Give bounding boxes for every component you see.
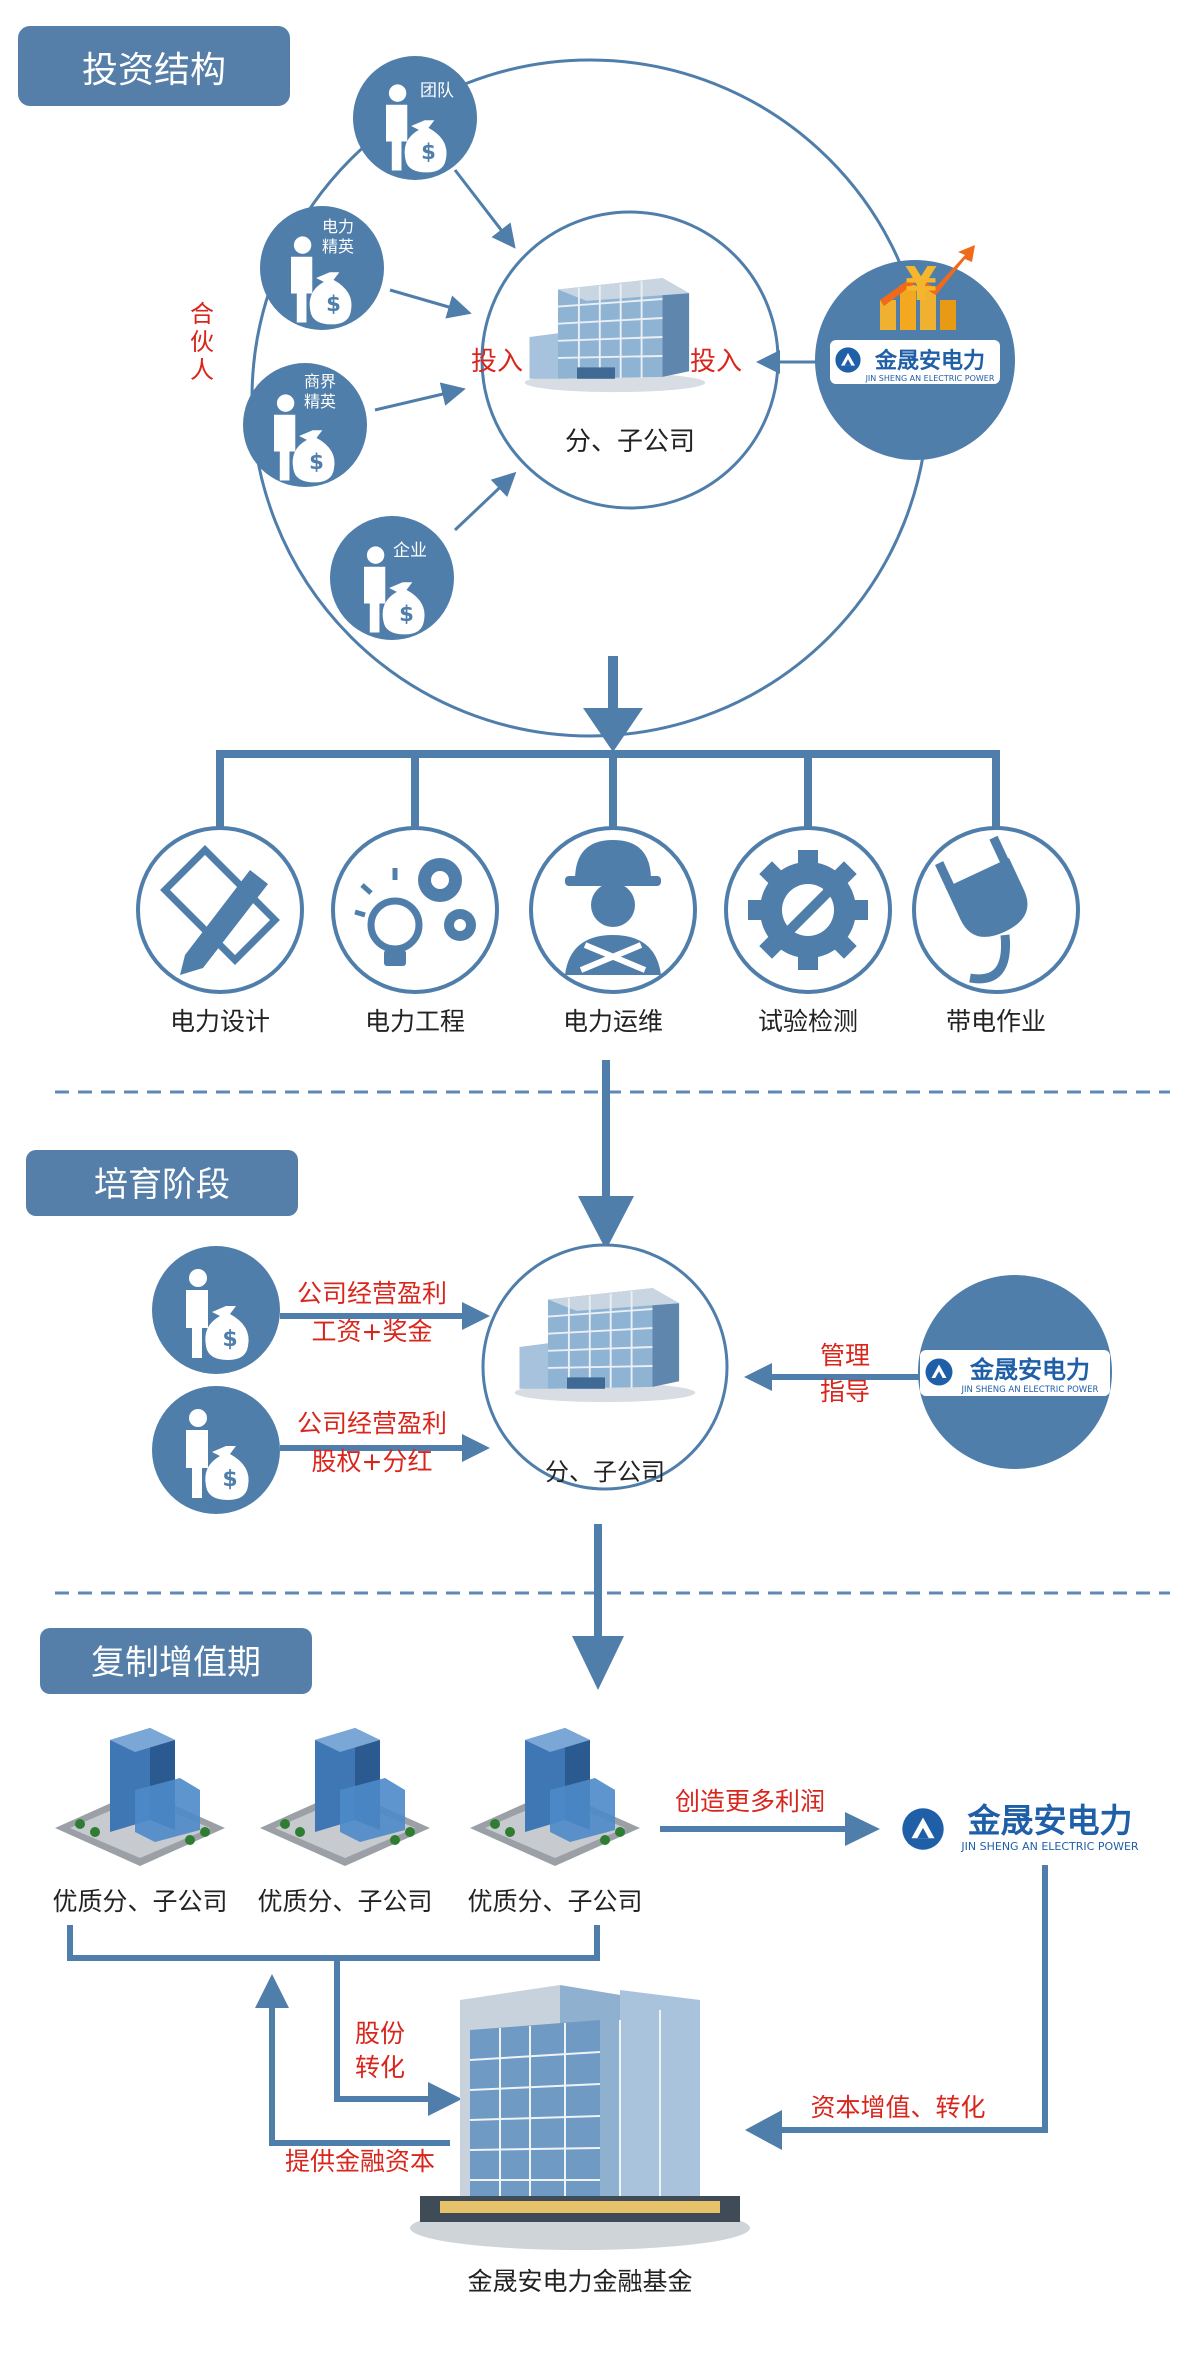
partners-label-char: 合 [190,300,214,328]
section-heading: 培育阶段 [94,1165,230,1205]
center-caption: 分、子公司 [545,1458,665,1486]
subsidiary-tile-icon [55,1728,225,1866]
finance-label: 提供金融资本 [285,2147,435,2176]
svg-text:¥: ¥ [905,257,937,311]
equity-line1: 公司经营盈利 [297,1409,447,1438]
brand-logo-icon [925,1358,953,1386]
section-replication: 复制增值期 优质分、子公司 优质分、子公司 优质分、子公司 创造更多利润 金晟安… [40,1524,1139,2296]
arrow-head [462,1302,490,1330]
subsidiary-bracket [67,1865,1048,2146]
flow-arrow-head [572,1636,624,1690]
profit-label: 创造更多利润 [675,1787,825,1816]
arrow-head [255,1974,289,2008]
heading-badge [18,26,290,106]
invest-left-label: 投入 [471,347,523,377]
heading-badge [40,1628,312,1694]
brand-circle: 金晟安电力 JIN SHENG AN ELECTRIC POWER [918,1275,1112,1469]
brand-sub: JIN SHENG AN ELECTRIC POWER [865,374,995,383]
service-label: 电力运维 [563,1007,663,1036]
worker-tools-icon [565,840,661,975]
section-heading: 复制增值期 [91,1643,261,1683]
share-line2: 转化 [355,2053,405,2082]
gear-wrench-icon [748,850,868,970]
partner-label: 精英 [322,237,354,256]
section-investment-structure: 投资结构 分、子公司 投入 投入 团队 电力 精英 [18,26,1080,1036]
subsidiary-label: 优质分、子公司 [467,1887,642,1916]
pencil-ruler-icon [160,845,280,975]
service-label: 电力工程 [365,1007,465,1036]
bulb-gears-icon [354,858,476,966]
capital-label: 资本增值、转化 [810,2093,985,2122]
subsidiary-label: 优质分、子公司 [52,1887,227,1916]
salary-line1: 公司经营盈利 [297,1279,447,1308]
subsidiary-tile-icon [260,1728,430,1866]
partner-label: 企业 [393,541,427,561]
share-line1: 股份 [355,2019,405,2048]
partner-team: 团队 [353,56,477,180]
brand-sub: JIN SHENG AN ELECTRIC POWER [961,1385,1099,1395]
trunk-arrow-head [583,708,643,752]
brand-logo-icon [835,347,861,373]
incubation-arrows [280,1313,930,1451]
service-label: 试验检测 [758,1007,858,1036]
brand-name: 金晟安电力 [967,1801,1133,1840]
arrow-head [462,1434,490,1462]
fund-caption: 金晟安电力金融基金 [467,2267,692,2296]
heading-badge [26,1150,298,1216]
partner-enterprise: 企业 [330,516,454,640]
subsidiary-tile-icon [470,1728,640,1866]
arrow-head [428,2082,462,2116]
fund-tower-icon [410,1985,750,2250]
brand-name: 金晟安电力 [969,1356,1090,1384]
growth-coins-icon: ¥ [880,245,975,330]
brand-name: 金晟安电力 [874,348,985,374]
partners-label-char: 人 [190,356,214,384]
service-labels: 电力设计 电力工程 电力运维 试验检测 带电作业 [170,1007,1046,1036]
service-label: 电力设计 [170,1007,270,1036]
invest-right-label: 投入 [690,347,742,377]
partner-label: 商界 [304,372,336,391]
arrow-head [845,1812,880,1846]
partners-label-char: 伙 [190,328,214,356]
partners-label: 合 伙 人 [190,300,214,384]
manage-line2: 指导 [820,1377,870,1406]
arrow-head [744,1363,772,1391]
plug-icon [935,835,1028,984]
section-heading: 投资结构 [82,50,226,91]
flow-arrow-head [578,1196,634,1250]
service-label: 带电作业 [946,1007,1046,1036]
equity-line2: 股权+分红 [312,1447,433,1476]
partner-label: 电力 [322,217,354,236]
brand-logo: 金晟安电力 JIN SHENG AN ELECTRIC POWER [902,1801,1139,1853]
branch-bracket [216,750,1000,830]
brand-logo-icon [902,1808,944,1850]
partner-label: 精英 [304,392,336,411]
salary-line2: 工资+奖金 [312,1317,433,1346]
center-caption: 分、子公司 [565,427,695,457]
manage-line1: 管理 [820,1341,870,1370]
partner-business-elite: 商界 精英 [243,363,367,487]
subsidiary-label: 优质分、子公司 [257,1887,432,1916]
partner-power-elite: 电力 精英 [260,206,384,330]
partner-label: 团队 [420,81,454,101]
brand-sub: JIN SHENG AN ELECTRIC POWER [960,1840,1139,1853]
arrow-head [745,2110,782,2150]
section-incubation: 培育阶段 分、子公司 公司经营盈利 工资+奖金 公司经营盈利 股权+分红 管理 … [26,1060,1112,1514]
brand-circle: ¥ 金晟安电力 JIN SHENG AN ELECTRIC POWER [815,245,1015,460]
